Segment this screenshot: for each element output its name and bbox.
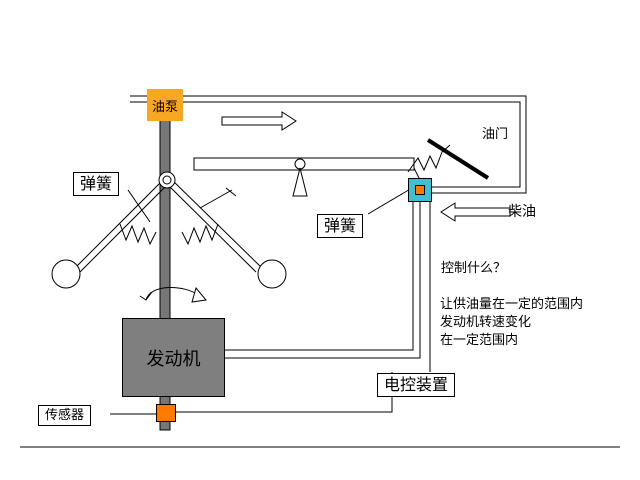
arm-right-a [169, 177, 263, 269]
spring-label-right: 弹簧 [317, 214, 364, 238]
upper-link-tip [225, 187, 237, 197]
engine-label: 发动机 [146, 348, 201, 370]
valve-core [415, 185, 425, 195]
engine: 发动机 [122, 318, 225, 397]
diesel-arrow-left [440, 202, 511, 222]
fuel-pump-label: 油泵 [151, 99, 178, 115]
fuel-pump: 油泵 [147, 89, 183, 121]
arm-left-a [74, 177, 166, 269]
ecu-box: 电控装置 [377, 373, 456, 397]
fulcrum-pin [294, 158, 306, 170]
rotation-arrowhead [191, 286, 207, 303]
sensor-label: 传感器 [38, 405, 92, 426]
flyweight-right [257, 259, 287, 289]
flyweight-left [51, 259, 81, 289]
flow-arrow-right [221, 111, 297, 131]
upper-link [199, 189, 233, 209]
pointer-spring-left [127, 189, 151, 223]
note-answer-2: 发动机转速变化 [440, 315, 532, 330]
speed-sensor [156, 404, 176, 422]
spring-left [119, 223, 157, 246]
fulcrum-triangle [292, 167, 308, 197]
note-answer-3: 在一定范围内 [440, 333, 519, 348]
note-answer-1: 让供油量在一定的范围内 [440, 297, 584, 312]
diesel-label: 柴油 [508, 204, 536, 220]
throttle-spring [407, 144, 451, 173]
control-valve [408, 178, 432, 202]
note-question: 控制什么？ [441, 261, 507, 276]
rotation-arc [145, 286, 201, 301]
throttle-plate [426, 138, 490, 180]
spring-right [181, 223, 219, 246]
throttle-label: 油门 [482, 127, 509, 142]
fuel-pipe-outer [130, 95, 527, 194]
pivot-inner [162, 175, 172, 185]
signal-line-a [220, 200, 414, 351]
arm-left-b [79, 181, 171, 273]
fuel-pipe-inner [130, 101, 521, 188]
arm-right-b [164, 181, 257, 273]
pointer-spring-right [367, 187, 413, 215]
spring-label-left: 弹簧 [73, 172, 120, 196]
signal-line-b [220, 200, 421, 359]
rotation-tail [139, 291, 153, 301]
